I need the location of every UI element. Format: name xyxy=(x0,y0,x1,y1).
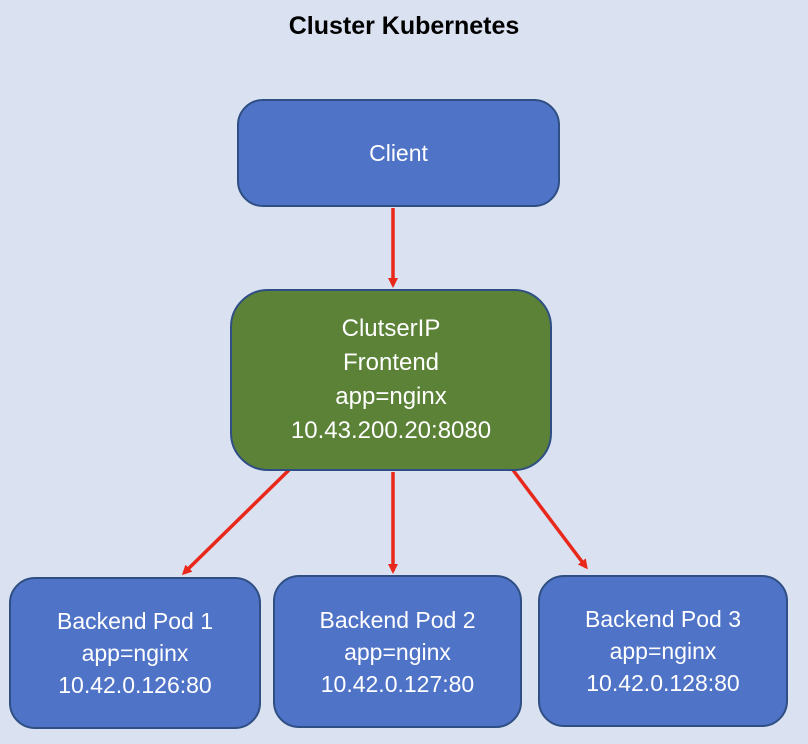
pod-address-label: 10.42.0.128:80 xyxy=(586,670,740,696)
clusterip-service-node: ClutserIP Frontend app=nginx 10.43.200.2… xyxy=(230,289,552,471)
pod-selector-label: app=nginx xyxy=(344,638,451,665)
backend-pod-1-node: Backend Pod 1 app=nginx 10.42.0.126:80 xyxy=(9,577,261,729)
diagram-title: Cluster Kubernetes xyxy=(288,12,520,40)
pod-address-label: 10.42.0.126:80 xyxy=(58,672,212,698)
pod-selector-label: app=nginx xyxy=(81,640,189,666)
backend-pod-2-node: Backend Pod 2 app=nginx 10.42.0.127:80 xyxy=(273,575,522,728)
service-selector-label: app=nginx xyxy=(335,383,447,410)
arrow-service-to-pod-3 xyxy=(511,468,588,570)
client-node: Client xyxy=(237,99,560,207)
pod-name-label: Backend Pod 1 xyxy=(56,608,213,634)
service-type-label: ClutserIP xyxy=(341,315,441,342)
backend-pod-3-node: Backend Pod 3 app=nginx 10.42.0.128:80 xyxy=(538,575,788,727)
pod-name-label: Backend Pod 3 xyxy=(584,606,741,632)
pod-name-label: Backend Pod 2 xyxy=(319,606,476,633)
service-name-label: Frontend xyxy=(342,349,440,376)
arrow-service-to-pod-1 xyxy=(181,468,291,576)
pod-address-label: 10.42.0.127:80 xyxy=(320,670,475,697)
client-label: Client xyxy=(369,140,428,166)
service-address-label: 10.43.200.20:8080 xyxy=(290,417,492,444)
pod-selector-label: app=nginx xyxy=(609,638,717,664)
